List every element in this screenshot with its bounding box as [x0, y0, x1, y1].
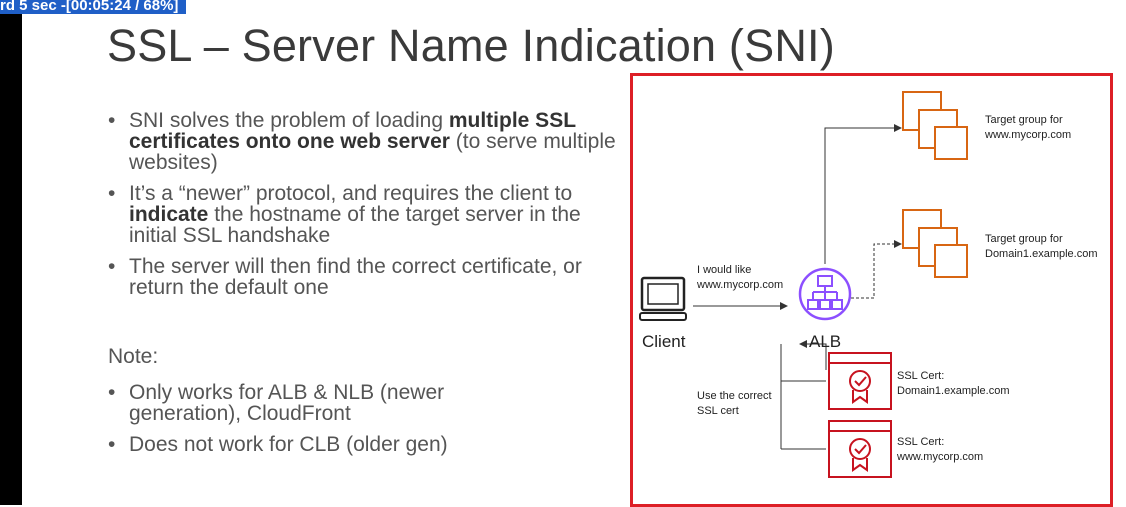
label-line: www.mycorp.com [697, 279, 784, 291]
route-arrow-target-1 [824, 124, 902, 264]
ssl-certificate-icon [828, 420, 892, 478]
label-line: www.mycorp.com [897, 451, 984, 463]
ec2-instances-icon [902, 209, 968, 278]
bullet-text: SNI solves the problem of loading [129, 109, 449, 132]
note-item-alb-nlb: Only works for ALB & NLB (newer generati… [108, 382, 528, 424]
target-group-2-label: Target group for Domain1.example.com [985, 232, 1098, 262]
bullet-newer-protocol: It’s a “newer” protocol, and requires th… [108, 183, 628, 246]
request-label: I would like www.mycorp.com [697, 263, 783, 293]
video-progress-overlay: rd 5 sec -[00:05:24 / 68%] [0, 0, 187, 14]
cert-2-label: SSL Cert: www.mycorp.com [897, 435, 983, 465]
slide-title: SSL – Server Name Indication (SNI) [107, 20, 835, 71]
label-line: SSL cert [697, 405, 739, 417]
client-label: Client [642, 332, 686, 351]
sni-diagram: Target group for www.mycorp.com Target g… [630, 73, 1113, 507]
diagram-graphics [639, 91, 968, 478]
label-line: I would like [697, 264, 752, 276]
load-balancer-icon [798, 267, 852, 321]
bullet-emphasis: indicate [129, 203, 209, 226]
label-line: Use the correct [697, 390, 772, 402]
label-line: SSL Cert: [897, 436, 945, 448]
note-label: Note: [108, 345, 159, 368]
bullet-text: It’s a “newer” protocol, and requires th… [129, 182, 573, 205]
bullet-sni-solves: SNI solves the problem of loading multip… [108, 110, 628, 173]
label-line: Domain1.example.com [985, 248, 1098, 260]
note-bullet-list: Only works for ALB & NLB (newer generati… [108, 382, 528, 465]
label-line: Target group for [985, 233, 1063, 245]
ec2-instances-icon [902, 91, 968, 160]
bullet-text: the hostname of the target server in the… [129, 203, 581, 247]
bullet-text: (to serve multiple websites) [129, 130, 616, 174]
ssl-certificate-icon [828, 352, 892, 410]
alb-label: ALB [809, 332, 842, 351]
use-cert-label: Use the correct SSL cert [697, 389, 772, 419]
label-line: Target group for [985, 114, 1063, 126]
bullet-server-finds-cert: The server will then find the correct ce… [108, 256, 628, 298]
label-line: Domain1.example.com [897, 385, 1010, 397]
route-arrow-target-2 [851, 240, 902, 299]
left-black-bar [0, 0, 22, 505]
target-group-1-label: Target group for www.mycorp.com [985, 113, 1071, 143]
alb-cert-arrow [799, 340, 827, 370]
note-item-clb: Does not work for CLB (older gen) [108, 434, 528, 455]
cert-1-label: SSL Cert: Domain1.example.com [897, 369, 1010, 399]
label-line: www.mycorp.com [985, 129, 1072, 141]
main-bullet-list: SNI solves the problem of loading multip… [108, 110, 628, 308]
bullet-emphasis: multiple SSL certificates onto one web s… [129, 109, 576, 153]
laptop-icon [639, 276, 687, 321]
label-line: SSL Cert: [897, 370, 945, 382]
